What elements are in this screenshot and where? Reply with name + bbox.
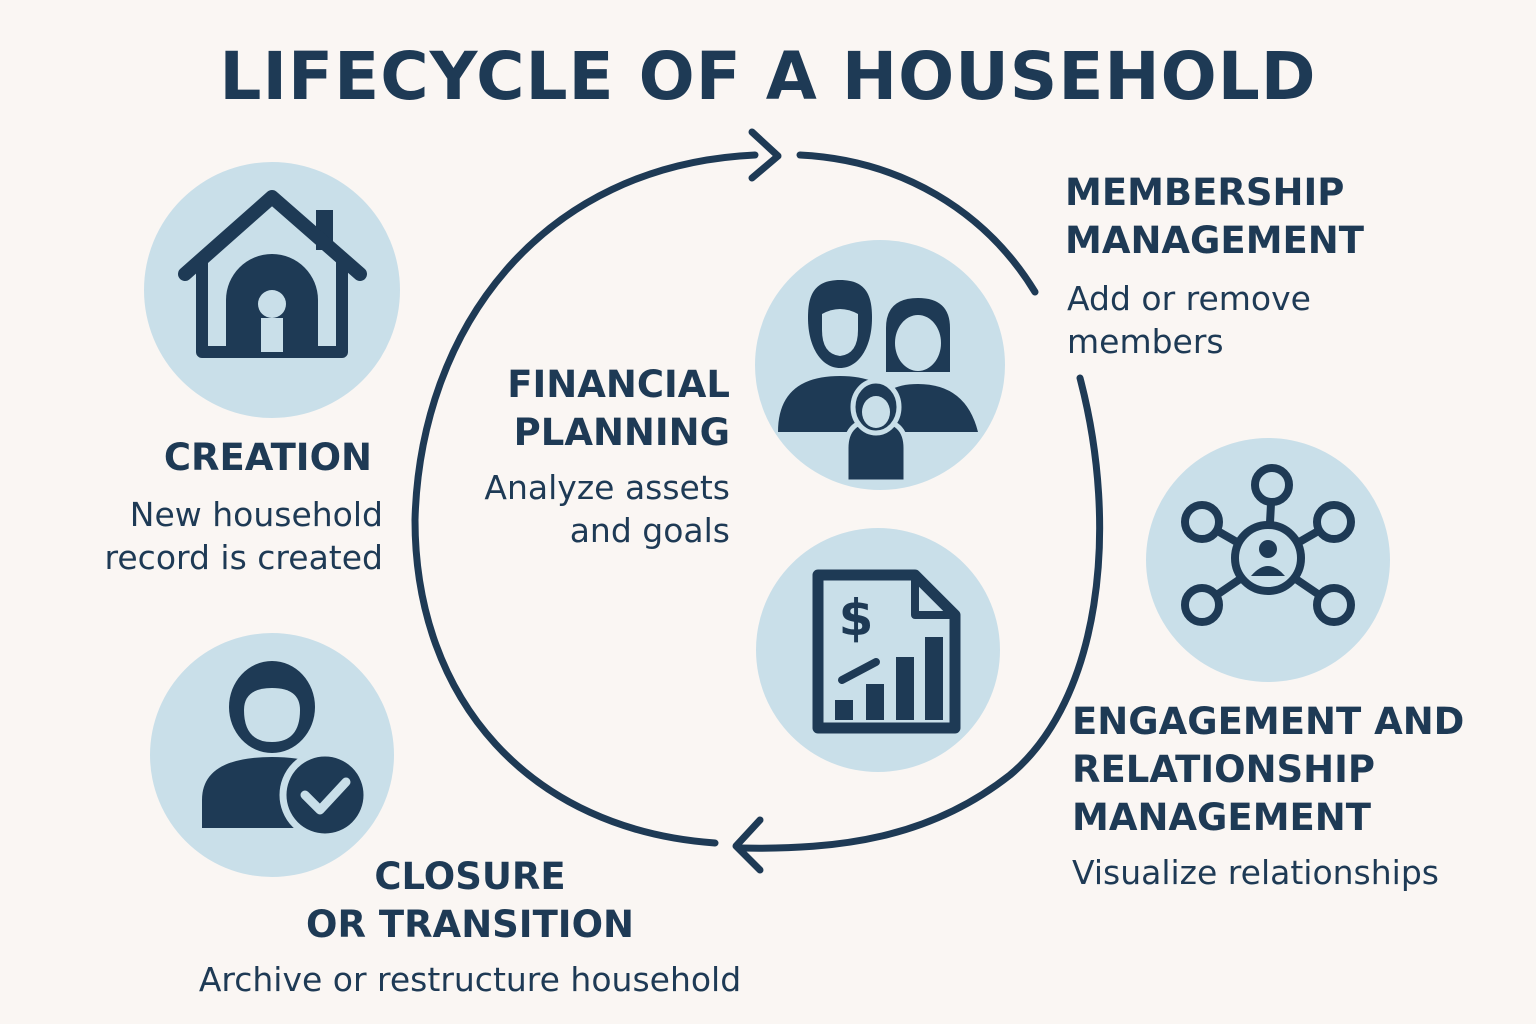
arrowhead-top-icon — [748, 128, 782, 182]
closure-description: Archive or restructure household — [198, 960, 742, 999]
engagement-heading: ENGAGEMENT AND RELATIONSHIP MANAGEMENT — [1072, 700, 1465, 839]
family-icon — [755, 240, 1005, 490]
creation-description: New household record is created — [104, 495, 383, 577]
cycle-arc-right — [736, 374, 1104, 852]
house-icon — [144, 162, 400, 418]
financial-report-icon: $ — [756, 528, 1000, 772]
closure-heading: CLOSURE OR TRANSITION — [306, 855, 634, 946]
cycle-arc-top-right — [796, 151, 1039, 296]
svg-text:$: $ — [839, 589, 874, 647]
financial-planning-heading: FINANCIAL PLANNING — [507, 363, 730, 454]
page-title: LIFECYCLE OF A HOUSEHOLD — [219, 38, 1317, 115]
membership-management-description: Add or remove members — [1067, 279, 1311, 361]
network-icon — [1146, 438, 1390, 682]
membership-management-heading: MEMBERSHIP MANAGEMENT — [1065, 171, 1364, 262]
cycle-arc-left — [411, 151, 759, 847]
person-check-icon — [150, 633, 394, 877]
engagement-description: Visualize relationships — [1072, 853, 1439, 892]
financial-planning-description: Analyze assets and goals — [484, 468, 730, 550]
arrowhead-bottom-icon — [732, 816, 764, 874]
creation-heading: CREATION — [163, 436, 372, 479]
